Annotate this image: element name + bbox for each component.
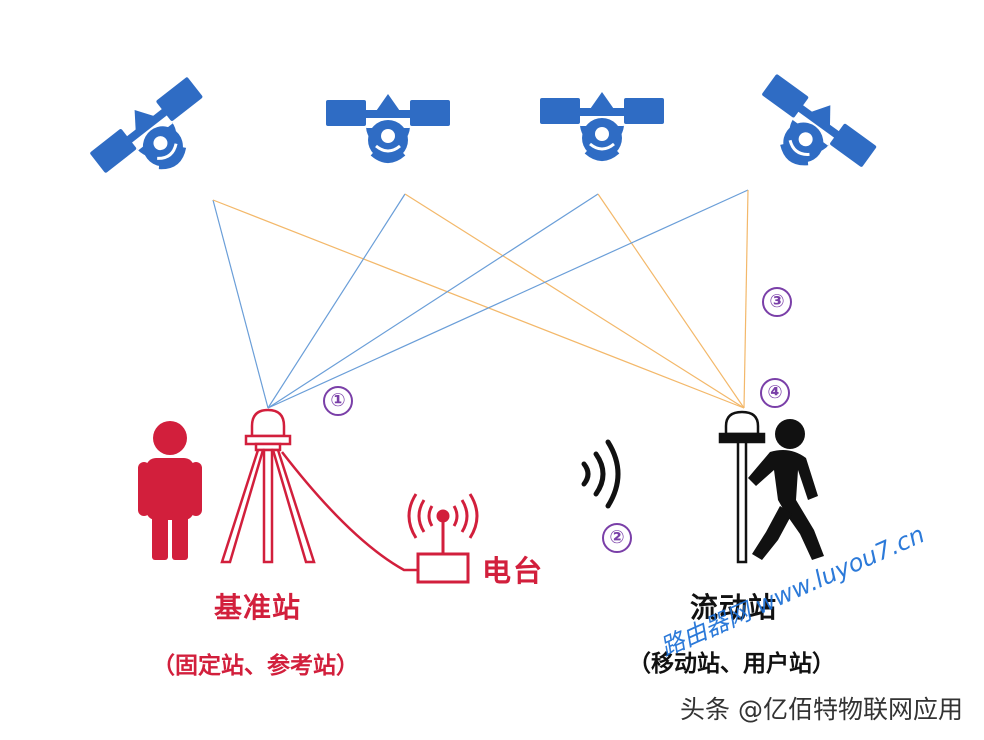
- marker-2: ②: [602, 523, 632, 553]
- satellite-icon: [741, 69, 881, 196]
- marker-1: ①: [323, 386, 353, 416]
- walking-person-icon: [748, 419, 824, 560]
- tripod-antenna-icon: [220, 408, 316, 564]
- satellite-icon: [324, 92, 452, 163]
- person-icon: [138, 421, 202, 560]
- rover-pole-antenna-icon: [718, 410, 766, 564]
- base-station-sublabel: （固定站、参考站）: [152, 653, 359, 679]
- signal-lines: [212, 189, 749, 409]
- marker-3: ③: [762, 287, 792, 317]
- rover-station-label: 流动站: [690, 591, 778, 624]
- radio-label: 电台: [482, 554, 545, 588]
- wireless-signal-icon: [581, 439, 621, 509]
- satellite-icon: [538, 90, 666, 161]
- footer-watermark: 头条 @亿佰特物联网应用: [680, 695, 963, 724]
- radio-transmitter-icon: [407, 493, 479, 584]
- rover-station-sublabel: （移动站、用户站）: [628, 651, 835, 677]
- satellite-icon: [83, 69, 227, 204]
- radio-cable: [281, 451, 418, 572]
- marker-4: ④: [760, 378, 790, 408]
- base-station-label: 基准站: [214, 591, 302, 624]
